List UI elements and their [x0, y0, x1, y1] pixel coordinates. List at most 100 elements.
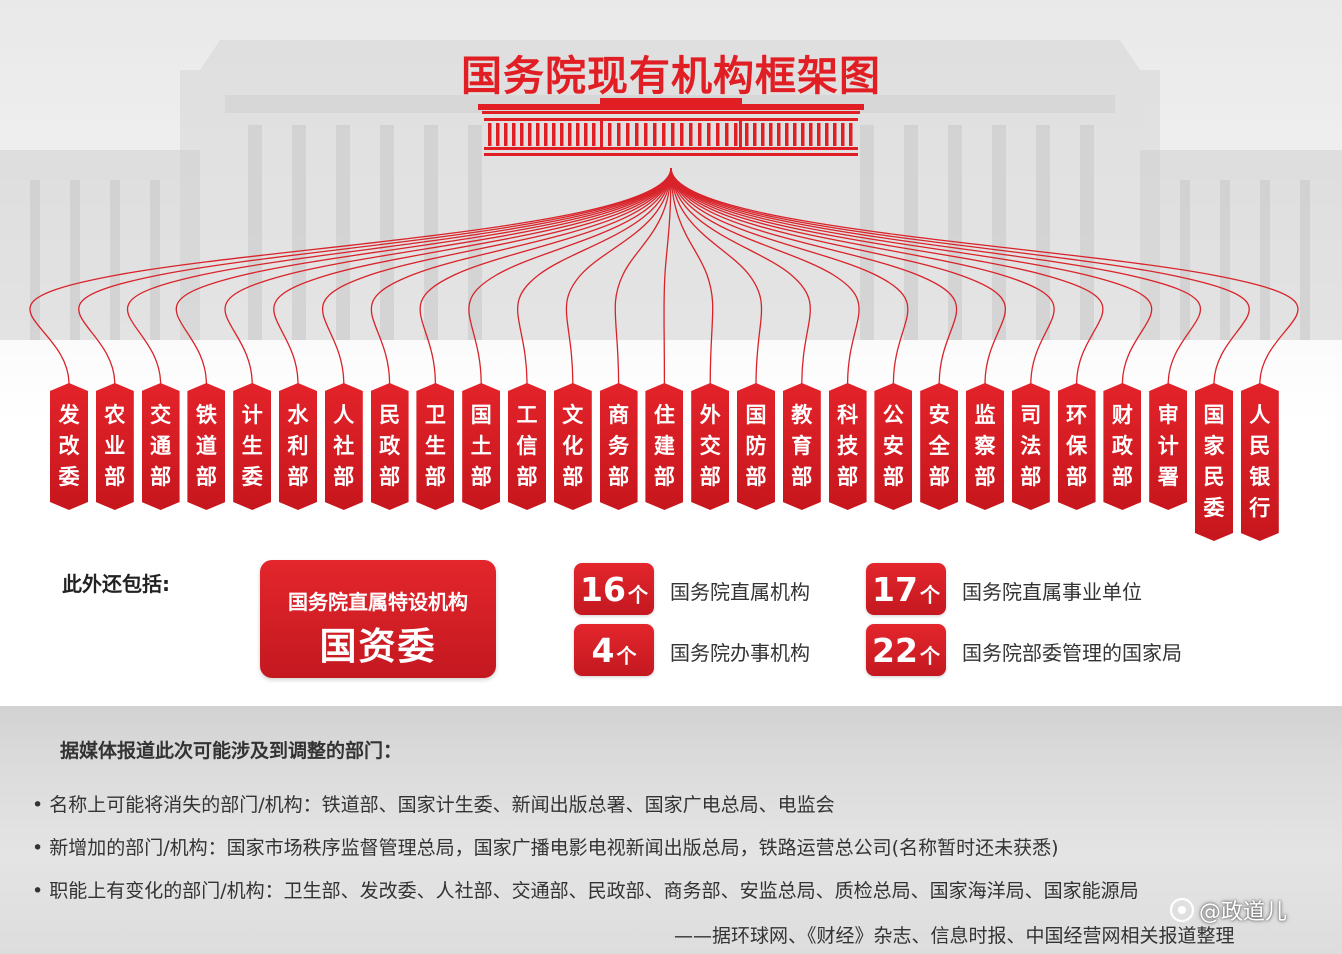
- department-name-char: 部: [837, 465, 859, 489]
- department-name-char: 生: [241, 434, 263, 458]
- department-name-char: 财: [1111, 403, 1133, 427]
- department-name-char: 部: [1066, 465, 1088, 489]
- department-name-char: 民: [1249, 434, 1271, 458]
- department-box: 铁道部: [187, 383, 225, 510]
- connector-curve: [670, 167, 1055, 385]
- department-name-char: 部: [195, 465, 217, 489]
- building-column: [488, 123, 492, 146]
- department-name-char: 安: [928, 403, 950, 427]
- count-number: 22: [872, 630, 918, 670]
- department-name-char: 部: [791, 465, 813, 489]
- department-box: 国防部: [737, 383, 775, 510]
- building-column: [785, 123, 789, 146]
- department-name-char: 部: [653, 465, 675, 489]
- building-column: [520, 123, 524, 146]
- department-name-char: 部: [470, 465, 492, 489]
- department-name-char: 保: [1066, 434, 1088, 458]
- department-name-char: 委: [58, 465, 80, 489]
- department-name-char: 铁: [195, 403, 217, 427]
- department-box: 交通部: [142, 383, 180, 510]
- connector-curve: [670, 167, 1104, 385]
- count-number: 4: [591, 630, 615, 670]
- building-column: [825, 123, 829, 146]
- org-chart-lines: [29, 98, 1299, 385]
- note-item: • 新增加的部门/机构：国家市场秩序监督管理总局，国家广播电影电视新闻出版总局，…: [32, 833, 1059, 860]
- building-column: [833, 123, 837, 146]
- department-name-char: 业: [104, 434, 126, 458]
- department-box: 商务部: [600, 383, 638, 510]
- building-column: [671, 123, 675, 146]
- building-column: [552, 123, 556, 146]
- department-name-char: 部: [287, 465, 309, 489]
- building-column: [753, 123, 757, 146]
- note-text: 职能上有变化的部门/机构：卫生部、发改委、人社部、交通部、民政部、商务部、安监总…: [49, 880, 1139, 902]
- count-unit: 个: [919, 643, 940, 668]
- notes-panel: [0, 706, 1342, 954]
- count-number: 17: [872, 569, 918, 609]
- department-name-char: 住: [653, 403, 675, 427]
- also-included-label: 此外还包括:: [62, 572, 170, 596]
- department-name-char: 外: [699, 403, 721, 427]
- department-name-char: 公: [882, 403, 904, 427]
- connector-curve: [614, 167, 672, 385]
- department-name-char: 利: [287, 434, 309, 458]
- notes-heading: 据媒体报道此次可能涉及到调整的部门：: [60, 740, 403, 762]
- department-box: 人社部: [325, 383, 363, 510]
- building-column: [761, 123, 765, 146]
- count-label: 国务院部委管理的国家局: [962, 641, 1182, 665]
- department-box: 环保部: [1058, 383, 1096, 510]
- department-name-char: 卫: [424, 403, 446, 427]
- department-name-char: 育: [791, 434, 813, 458]
- building-column: [512, 123, 516, 146]
- department-name-char: 部: [104, 465, 126, 489]
- department-name-char: 文: [562, 403, 584, 427]
- connector-curve: [370, 167, 672, 385]
- count-label: 国务院直属事业单位: [962, 580, 1142, 604]
- department-name-char: 人: [1249, 403, 1271, 427]
- department-name-char: 部: [928, 465, 950, 489]
- department-name-char: 工: [516, 403, 538, 427]
- connector-curve: [127, 167, 672, 385]
- special-body-subtitle: 国务院直属特设机构: [288, 590, 468, 614]
- connector-curve: [273, 167, 672, 385]
- department-name-char: 人: [333, 403, 355, 427]
- department-name-char: 审: [1157, 403, 1179, 427]
- department-name-char: 部: [699, 465, 721, 489]
- building-column: [644, 123, 648, 146]
- department-box: 农业部: [96, 383, 134, 510]
- building-column: [576, 123, 580, 146]
- connector-curve: [670, 167, 714, 385]
- building-column: [849, 123, 853, 146]
- building-column: [626, 123, 630, 146]
- count-unit: 个: [616, 643, 637, 668]
- note-item: • 职能上有变化的部门/机构：卫生部、发改委、人社部、交通部、民政部、商务部、安…: [32, 876, 1139, 903]
- connector-curve: [670, 167, 1153, 385]
- department-name-char: 委: [1203, 496, 1225, 520]
- department-box: 审计署: [1149, 383, 1187, 510]
- department-name-char: 察: [974, 434, 996, 458]
- building-column: [725, 123, 729, 146]
- connector-curve: [517, 167, 672, 385]
- department-box: 住建部: [645, 383, 683, 510]
- connector-curve: [565, 167, 672, 385]
- building-column: [608, 123, 612, 146]
- department-name-char: 部: [333, 465, 355, 489]
- department-name-char: 环: [1066, 403, 1088, 427]
- building-column: [745, 123, 749, 146]
- department-name-char: 部: [379, 465, 401, 489]
- department-box: 国家民委: [1195, 383, 1233, 541]
- department-name-char: 通: [150, 434, 172, 458]
- connector-curves: [29, 167, 1299, 385]
- department-name-char: 民: [1203, 465, 1225, 489]
- special-body-box: 国务院直属特设机构 国资委: [260, 560, 496, 678]
- department-box: 教育部: [783, 383, 821, 510]
- note-text: 名称上可能将消失的部门/机构：铁道部、国家计生委、新闻出版总署、国家广电总局、电…: [49, 794, 835, 816]
- department-box: 工信部: [508, 383, 546, 510]
- connector-curve: [670, 167, 860, 385]
- department-box: 监察部: [966, 383, 1004, 510]
